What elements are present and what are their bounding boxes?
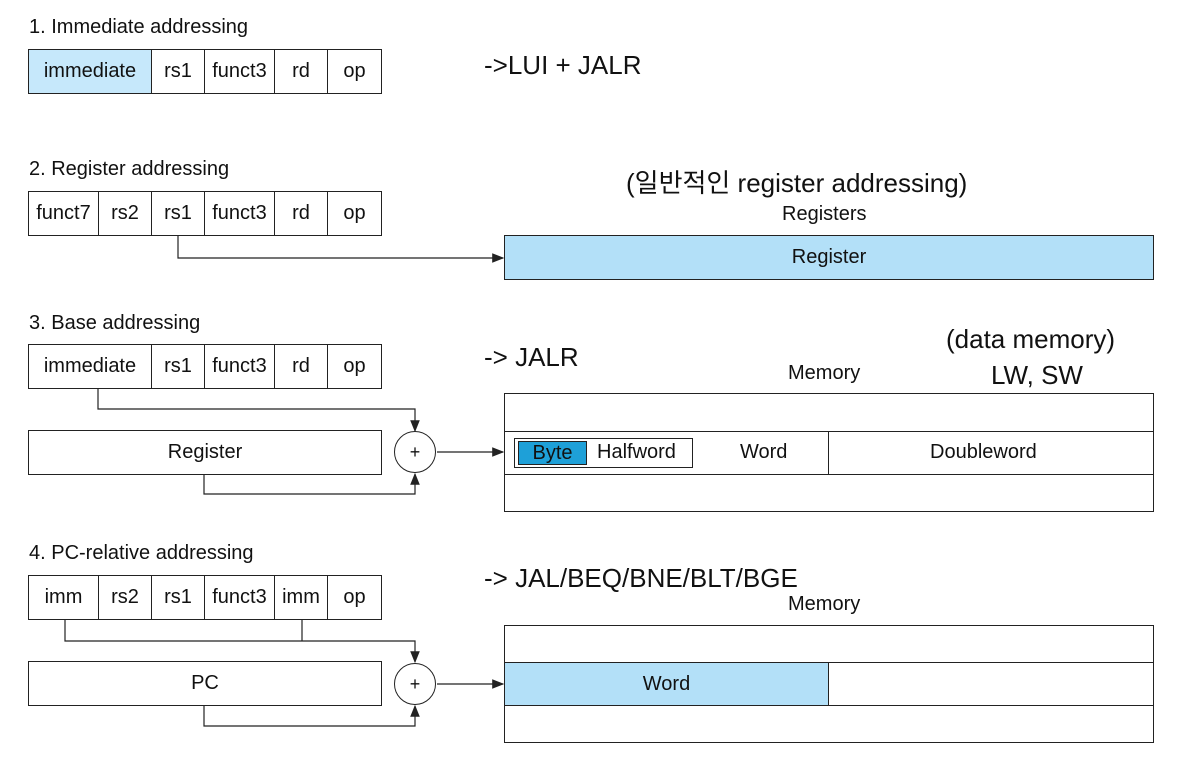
section-2-note: (일반적인 register addressing): [626, 168, 968, 198]
imm-to-adder-line: [64, 620, 420, 664]
lw-sw-note: LW, SW: [991, 360, 1083, 390]
field-imm: imm: [28, 575, 99, 620]
adder-circle: +: [394, 431, 436, 473]
section-1-note: ->LUI + JALR: [484, 50, 642, 80]
section-2-title: 2. Register addressing: [29, 158, 230, 180]
doubleword-region: [828, 431, 1154, 475]
field-rs2: rs2: [98, 575, 152, 620]
field-op: op: [327, 49, 382, 94]
rs1-to-register-line: [177, 236, 505, 263]
field-rs2: rs2: [98, 191, 152, 236]
data-memory-note: (data memory): [946, 324, 1116, 354]
register-to-adder-line: [203, 472, 420, 495]
field-funct7: funct7: [28, 191, 99, 236]
section-3-title: 3. Base addressing: [29, 312, 201, 334]
field-funct3: funct3: [204, 575, 275, 620]
immediate-to-adder-line: [97, 388, 420, 433]
field-funct3: funct3: [204, 191, 275, 236]
section-1-title: 1. Immediate addressing: [29, 16, 249, 38]
field-imm2: imm: [274, 575, 328, 620]
doubleword-label: Doubleword: [930, 441, 1037, 463]
byte-cell: Byte: [518, 441, 587, 465]
word-cell-pc: Word: [504, 662, 829, 706]
field-op: op: [327, 344, 382, 389]
field-rs1: rs1: [151, 344, 205, 389]
section-3-note: -> JALR: [484, 342, 579, 372]
field-rs1: rs1: [151, 575, 205, 620]
word-label: Word: [740, 441, 788, 463]
field-rs1: rs1: [151, 49, 205, 94]
field-rd: rd: [274, 191, 328, 236]
adder-circle-pc: +: [394, 663, 436, 705]
empty-cell-pc: [828, 662, 1154, 706]
field-immediate: immediate: [28, 49, 152, 94]
section-4-title: 4. PC-relative addressing: [29, 542, 254, 564]
memory-label-pc: Memory: [788, 593, 861, 615]
field-funct3: funct3: [204, 344, 275, 389]
field-rd: rd: [274, 49, 328, 94]
field-rd: rd: [274, 344, 328, 389]
halfword-label: Halfword: [597, 441, 676, 463]
registers-label: Registers: [782, 203, 867, 225]
field-op: op: [327, 575, 382, 620]
field-funct3: funct3: [204, 49, 275, 94]
section-4-note: -> JAL/BEQ/BNE/BLT/BGE: [484, 563, 798, 593]
base-register-box: Register: [28, 430, 382, 475]
register-box: Register: [504, 235, 1154, 280]
pc-box: PC: [28, 661, 382, 706]
pc-to-adder-line: [203, 704, 420, 727]
field-immediate: immediate: [28, 344, 152, 389]
halfword-box: [514, 438, 693, 468]
field-op: op: [327, 191, 382, 236]
memory-label: Memory: [788, 362, 861, 384]
field-rs1: rs1: [151, 191, 205, 236]
